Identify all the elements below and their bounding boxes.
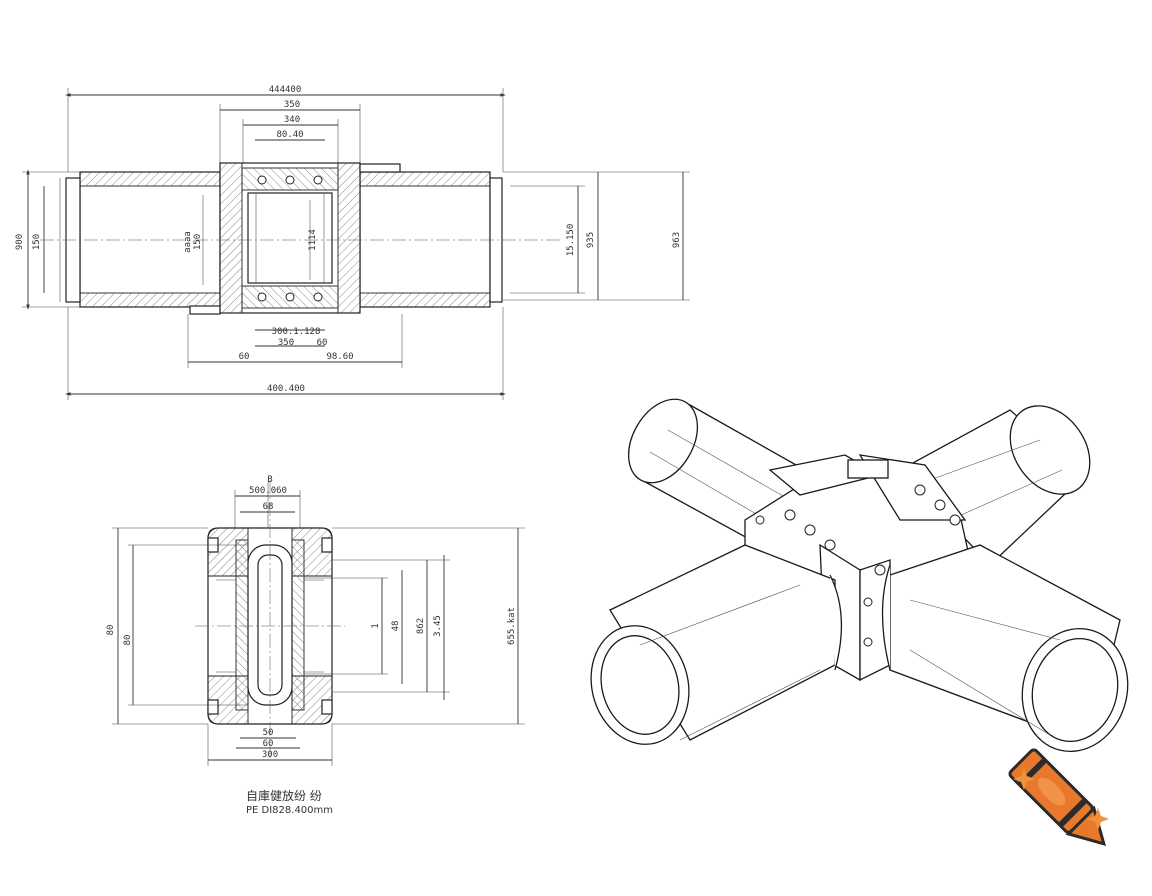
caption-subtitle: PE DI828.400mm [246, 805, 333, 816]
dim-section-right-b: 48 [391, 621, 401, 632]
sparkle-icon [1013, 768, 1035, 790]
dim-right-b: 935 [586, 232, 596, 248]
dim-bottom-d: 60 [317, 338, 328, 348]
dim-section-right-d: 3.45 [433, 615, 443, 637]
dim-overall-top: 444400 [269, 85, 302, 95]
dim-sleeve-width: 80.40 [276, 130, 303, 140]
dim-section-bottom-a: 50 [263, 728, 274, 738]
dim-section-bottom-c: 300 [262, 750, 278, 760]
dim-bottom-a: 300.1.128 [272, 327, 321, 337]
dim-section-right-e: 655.kat [507, 607, 517, 645]
dim-section-right-c: 862 [416, 618, 426, 634]
dim-section-left-b: 80 [123, 635, 133, 646]
dim-left-inner: 150 [32, 234, 42, 250]
dim-inner-width: 340 [284, 115, 300, 125]
dim-section-bottom-b: 60 [263, 739, 274, 749]
dim-bottom-e: 98.60 [326, 352, 353, 362]
label-center-a: aaaa [183, 231, 193, 253]
caption-title: 自庫健放纷 纷 [246, 788, 322, 803]
dim-section-mark: B [267, 475, 272, 485]
sparkle-icon [1087, 808, 1109, 830]
dim-coupling-width: 350 [284, 100, 300, 110]
section-view: B 500.060 68 80 80 1 48 862 3.45 655.kat… [106, 475, 525, 816]
pipe-arm-lower-right [889, 544, 1129, 753]
dim-bottom-b: 350 [278, 338, 294, 348]
dim-right-c: 963 [672, 232, 682, 248]
dim-left-outer: 900 [15, 234, 25, 250]
isometric-view [590, 398, 1129, 753]
dim-right-a: 15.150 [566, 224, 576, 257]
pipe-arm-upper-right [898, 405, 1091, 566]
dim-overall-bottom: 400.400 [267, 384, 305, 394]
side-view: 444400 350 340 80.40 900 150 aaaa 150 11… [15, 85, 690, 400]
label-center-b: 150 [193, 234, 203, 250]
dim-section-top-b: 68 [263, 502, 274, 512]
pipe-arm-lower-left [590, 544, 836, 745]
crayon-icon [1008, 748, 1109, 847]
dim-section-top-a: 500.060 [249, 486, 287, 496]
dim-section-right-a: 1 [371, 623, 381, 628]
dim-section-left-a: 80 [106, 625, 116, 636]
dim-bottom-c: 60 [239, 352, 250, 362]
label-center-c: 1114 [308, 229, 318, 251]
